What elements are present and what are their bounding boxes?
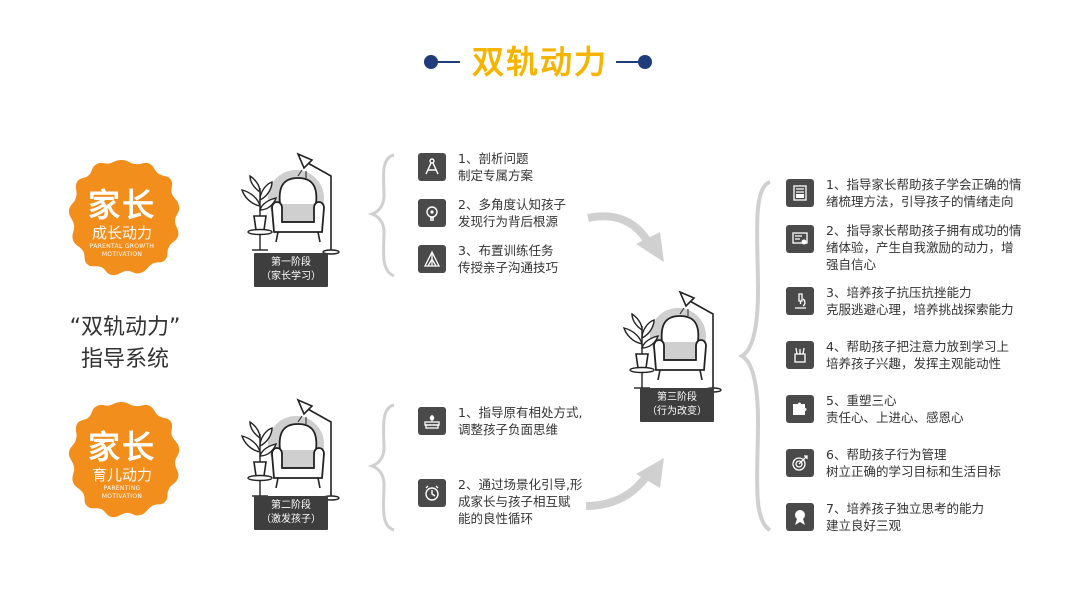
item-text-line: 3、布置训练任务 [458, 243, 554, 258]
item-text-line: 1、指导家长帮助孩子学会正确的情 [826, 177, 1022, 192]
item-text-line: 责任心、上进心、感恩心 [826, 410, 964, 425]
item-text-line: 能的良性循环 [458, 511, 534, 526]
stage-label-line2: （行为改变） [647, 406, 707, 417]
item-text-line: 建立良好三观 [826, 518, 902, 533]
item-text-line: 3、培养孩子抗压抗挫能力 [826, 285, 972, 300]
books-icon [418, 407, 446, 435]
badge-main-label: 家长 [87, 428, 156, 466]
stage-label-line2: （家长学习） [261, 271, 321, 282]
title-right-dot [638, 55, 652, 69]
lightbulb-icon [418, 199, 446, 227]
item-text-line: 强自信心 [826, 257, 877, 272]
stage-label-3: 第三阶段 （行为改变） [640, 388, 714, 422]
list-item: 2、指导家长帮助孩子拥有成功的情绪体验，产生自我激励的动力，增强自信心 [786, 222, 1046, 284]
item-text-line: 7、培养孩子独立思考的能力 [826, 501, 984, 516]
badge-en-line2: MOTIVATION [101, 493, 143, 500]
badge-parenting: 家长 育儿动力 PARENTING MOTIVATION [62, 400, 182, 520]
stage-label-line1: 第三阶段 [657, 392, 697, 403]
item-text-line: 5、重塑三心 [826, 393, 897, 408]
list-item: 4、帮助孩子把注意力放到学习上培养孩子兴趣，发挥主观能动性 [786, 338, 1046, 392]
brace-stage3 [738, 180, 772, 532]
compass-icon [418, 153, 446, 181]
stage3-item-list: 1、指导家长帮助孩子学会正确的情绪梳理方法，引导孩子的情绪走向 2、指导家长帮助… [786, 176, 1046, 546]
title-right-line [616, 61, 640, 63]
list-item: 3、布置训练任务传授亲子沟通技巧 [418, 242, 598, 288]
list-item: 1、指导原有相处方式, 调整孩子负面思维 [418, 404, 608, 476]
list-item: 5、重塑三心责任心、上进心、感恩心 [786, 392, 1046, 446]
page-title: 双轨动力 [471, 43, 608, 81]
title-left-dot [424, 55, 438, 69]
target-icon [786, 449, 814, 477]
item-text-line: 成家长与孩子相互赋 [458, 494, 571, 509]
arrow-down-right-head [636, 232, 664, 262]
title-left-line [436, 61, 460, 63]
tent-icon [418, 245, 446, 273]
stage-label-line1: 第二阶段 [271, 500, 311, 511]
badge-en-line1: PARENTING [103, 485, 141, 492]
item-text-line: 制定专属方案 [458, 168, 534, 183]
item-text-line: 4、帮助孩子把注意力放到学习上 [826, 339, 1009, 354]
list-item: 2、通过场景化引导,形成家长与孩子相互赋能的良性循环 [418, 476, 608, 536]
stage1-item-list: 1、剖析问题制定专属方案 2、多角度认知孩子发现行为背后根源 3、布置训练任务传… [418, 150, 598, 288]
system-title-line2: 指导系统 [80, 347, 169, 372]
list-item: 2、多角度认知孩子发现行为背后根源 [418, 196, 598, 242]
award-icon [786, 503, 814, 531]
system-title-line1: “双轨动力” [69, 315, 181, 340]
badge-main-label: 家长 [87, 186, 156, 224]
microscope-icon [786, 287, 814, 315]
item-text-line: 1、剖析问题 [458, 151, 529, 166]
stage-label-line2: （激发孩子） [261, 514, 321, 525]
document-icon [786, 179, 814, 207]
certificate-icon [786, 225, 814, 253]
stage-label-line1: 第一阶段 [271, 257, 311, 268]
list-item: 1、指导家长帮助孩子学会正确的情绪梳理方法，引导孩子的情绪走向 [786, 176, 1046, 222]
badge-en-line2: MOTIVATION [101, 251, 143, 258]
stage-label-1: 第一阶段 （家长学习） [254, 253, 328, 287]
item-text-line: 2、指导家长帮助孩子拥有成功的情 [826, 223, 1022, 238]
puzzle-icon [786, 395, 814, 423]
alarm-clock-icon [418, 479, 446, 507]
badge-en-line1: PARENTAL GROWTH [89, 243, 155, 250]
item-text-line: 2、多角度认知孩子 [458, 197, 566, 212]
item-text-line: 发现行为背后根源 [458, 214, 559, 229]
system-title: “双轨动力” 指导系统 [40, 312, 210, 376]
item-text-line: 绪梳理方法，引导孩子的情绪走向 [826, 194, 1014, 209]
brace-stage1 [367, 153, 395, 278]
arrow-up-right-head [636, 458, 664, 488]
badge-sub-label: 成长动力 [91, 224, 152, 242]
badge-sub-label: 育儿动力 [91, 466, 152, 484]
item-text-line: 培养孩子兴趣，发挥主观能动性 [826, 356, 1002, 371]
list-item: 7、培养孩子独立思考的能力建立良好三观 [786, 500, 1046, 546]
title-bar: 双轨动力 [0, 38, 1080, 86]
list-item: 1、剖析问题制定专属方案 [418, 150, 598, 196]
item-text-line: 2、通过场景化引导,形 [458, 477, 583, 492]
item-text-line: 1、指导原有相处方式, [458, 405, 583, 420]
stage2-item-list: 1、指导原有相处方式, 调整孩子负面思维 2、通过场景化引导,形成家长与孩子相互赋… [418, 404, 608, 536]
item-text-line: 调整孩子负面思维 [458, 422, 559, 437]
brace-stage2 [367, 403, 395, 532]
pencil-cup-icon [786, 341, 814, 369]
item-text-line: 绪体验，产生自我激励的动力，增 [826, 240, 1014, 255]
list-item: 3、培养孩子抗压抗挫能力克服逃避心理，培养挑战探索能力 [786, 284, 1046, 338]
item-text-line: 克服逃避心理，培养挑战探索能力 [826, 302, 1014, 317]
arrow-down-right [587, 212, 652, 245]
item-text-line: 树立正确的学习目标和生活目标 [826, 464, 1002, 479]
badge-growth: 家长 成长动力 PARENTAL GROWTH MOTIVATION [62, 158, 182, 278]
item-text-line: 6、帮助孩子行为管理 [826, 447, 947, 462]
stage-label-2: 第二阶段 （激发孩子） [254, 496, 328, 530]
item-text-line: 传授亲子沟通技巧 [458, 260, 559, 275]
list-item: 6、帮助孩子行为管理树立正确的学习目标和生活目标 [786, 446, 1046, 500]
